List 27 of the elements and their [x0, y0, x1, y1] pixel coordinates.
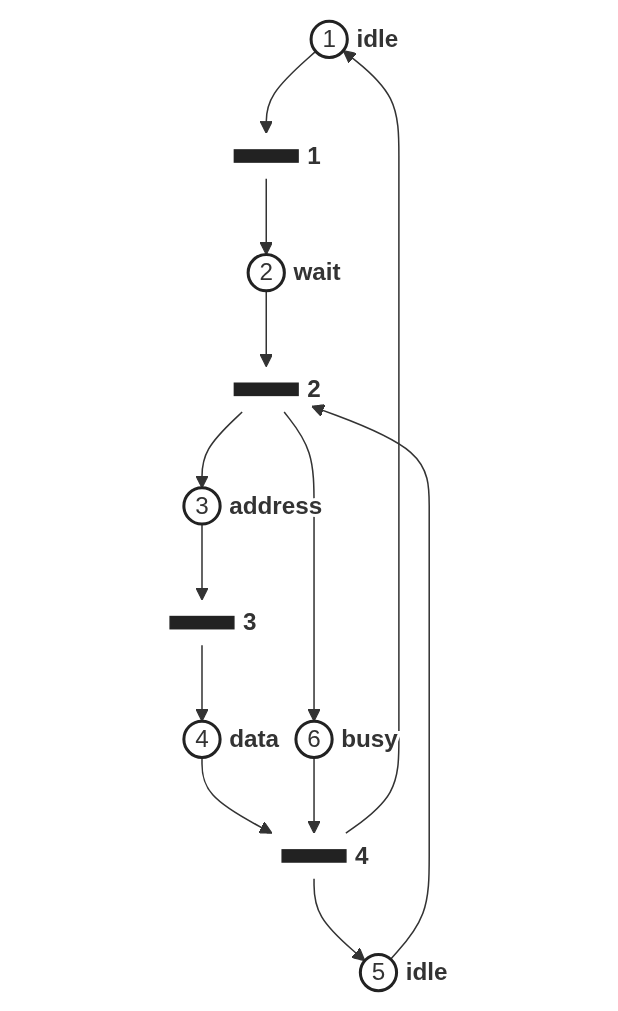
arrow	[195, 410, 244, 488]
arrow	[259, 50, 317, 134]
place-label: data	[229, 724, 280, 752]
transition-number: 4	[355, 841, 369, 869]
arrow	[313, 877, 366, 961]
node-bar	[233, 148, 299, 163]
node-bar	[233, 382, 299, 396]
node-circle: 5	[358, 952, 399, 992]
node-circle: 6	[294, 719, 334, 759]
arrow	[307, 756, 321, 834]
node-bar	[281, 848, 347, 863]
transition-number: 3	[243, 607, 257, 635]
node-circle: 2	[246, 252, 286, 292]
node-circle: 3	[182, 485, 222, 526]
arrow	[311, 403, 431, 960]
place-label: idle	[405, 957, 448, 985]
place-label: idle	[356, 24, 399, 52]
arrow	[342, 49, 400, 834]
arrow	[259, 177, 274, 255]
node-bar	[169, 615, 235, 629]
place-label: busy	[341, 724, 398, 752]
node-circle: 1	[309, 19, 349, 59]
node-circle: 4	[182, 719, 222, 759]
transition-number: 2	[307, 374, 321, 402]
place-label: wait	[293, 257, 341, 285]
transition-number: 1	[307, 141, 321, 169]
arrow	[201, 756, 273, 834]
